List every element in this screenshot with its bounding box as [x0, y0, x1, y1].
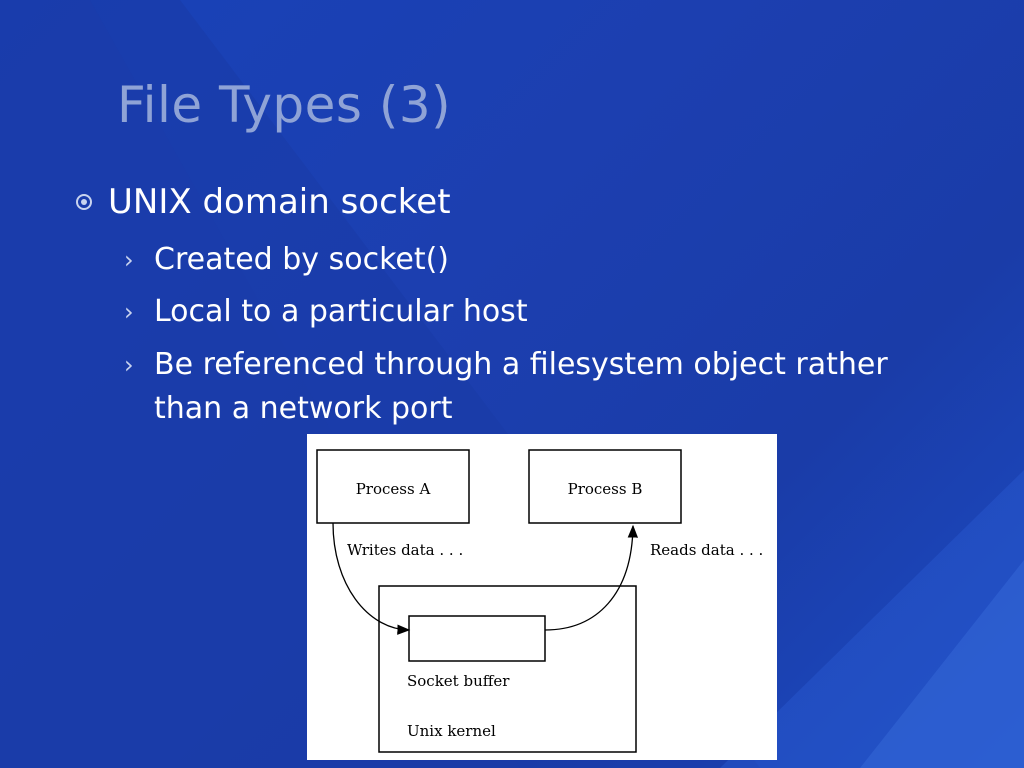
socket-diagram-svg: Process A Process B Writes data . . . Re…	[316, 449, 763, 753]
socket-diagram: Process A Process B Writes data . . . Re…	[307, 434, 777, 760]
chevron-right-icon: ›	[124, 246, 134, 274]
sub-bullet-filesystem-object: › Be referenced through a filesystem obj…	[124, 343, 934, 431]
bullet-text: UNIX domain socket	[108, 182, 451, 222]
writes-data-label: Writes data . . .	[347, 541, 463, 559]
chevron-right-icon: ›	[124, 298, 134, 326]
bullet-unix-domain-socket: UNIX domain socket	[76, 182, 451, 223]
unix-kernel-label: Unix kernel	[407, 722, 496, 740]
process-b-box	[528, 449, 682, 524]
process-b-label: Process B	[568, 480, 643, 498]
socket-buffer-box	[408, 615, 546, 662]
sub-bullet-local-host: › Local to a particular host	[124, 290, 934, 334]
chevron-right-icon: ›	[124, 351, 134, 379]
reads-data-label: Reads data . . .	[650, 541, 763, 559]
process-a-box	[316, 449, 470, 524]
sub-bullet-text: Created by socket()	[154, 242, 450, 277]
slide-title: File Types (3)	[117, 76, 452, 134]
process-a-label: Process A	[356, 480, 431, 498]
sub-bullet-text: Be referenced through a filesystem objec…	[154, 347, 888, 426]
socket-buffer-label: Socket buffer	[407, 672, 510, 690]
unix-kernel-box	[378, 585, 637, 753]
write-arrow	[332, 522, 411, 635]
bullet-circle-icon	[76, 194, 92, 211]
sub-bullet-created-by: › Created by socket()	[124, 238, 934, 282]
read-arrow	[544, 524, 639, 631]
sub-bullet-text: Local to a particular host	[154, 294, 528, 329]
